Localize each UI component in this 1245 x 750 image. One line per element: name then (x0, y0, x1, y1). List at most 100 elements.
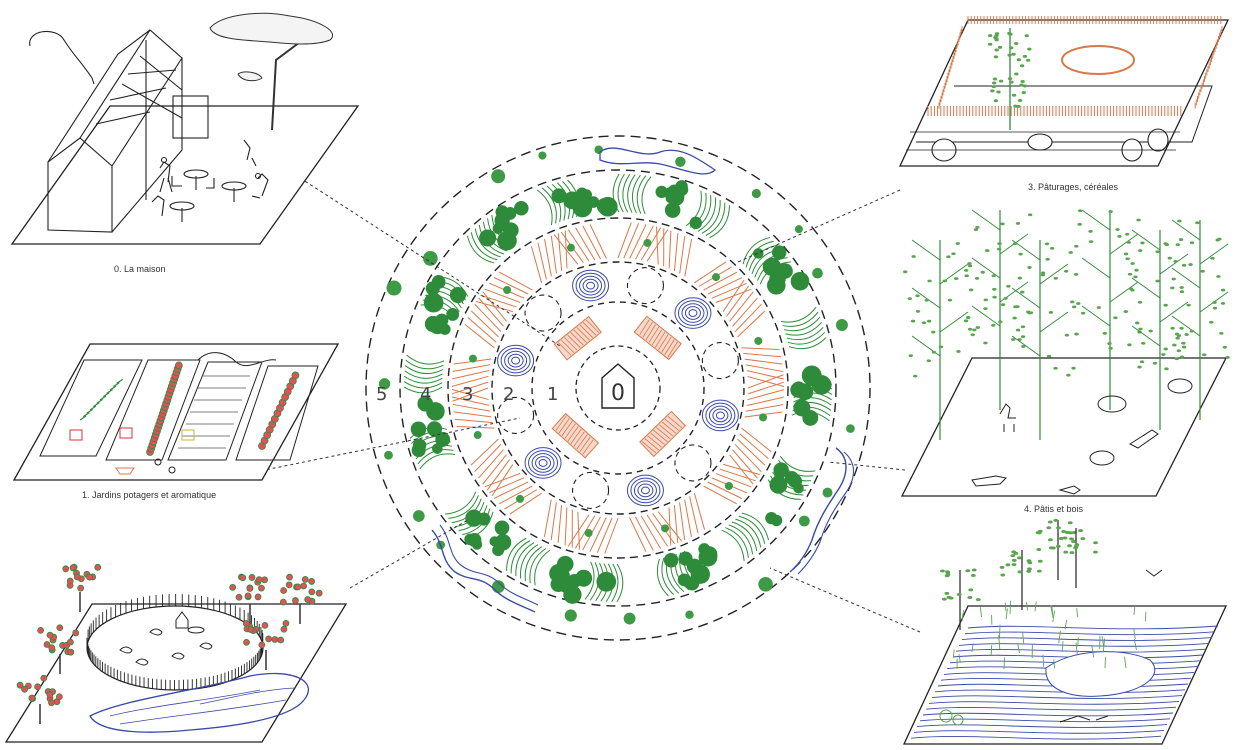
tree-dot (492, 223, 504, 234)
orchard-circle (674, 444, 712, 482)
leaf (1167, 256, 1172, 260)
grass-stroke (519, 544, 539, 579)
water-line (940, 677, 1192, 682)
fruit (282, 619, 290, 627)
leaf (1175, 336, 1180, 340)
leaf (1061, 529, 1067, 533)
orchard-circle (572, 471, 610, 509)
leaf (1021, 345, 1026, 348)
bed-row (642, 321, 653, 338)
reed (1061, 641, 1064, 653)
grass-stroke (731, 521, 758, 552)
leaf (1009, 46, 1014, 50)
leaf (1170, 286, 1175, 290)
leaf (1018, 252, 1023, 256)
reed (1076, 608, 1079, 617)
branch (911, 335, 941, 357)
grass-stroke (631, 174, 641, 214)
bed-row (651, 329, 663, 346)
fruit (94, 563, 102, 571)
fruit (258, 584, 265, 592)
leaf (1140, 241, 1145, 245)
tree-dot (423, 250, 438, 266)
tree-dot (803, 368, 822, 387)
crop-stroke (480, 294, 517, 308)
leaf (1026, 310, 1031, 314)
leaf (1161, 353, 1166, 356)
crop-stroke (722, 279, 745, 312)
leaf (1172, 343, 1177, 347)
leaf (1171, 277, 1176, 281)
water-line (961, 637, 1213, 641)
leaf (1007, 77, 1013, 81)
fruit (55, 693, 63, 701)
bed-outline (551, 412, 600, 459)
tree-dot (597, 196, 618, 217)
grass-stroke (524, 546, 543, 581)
grass-stroke (406, 354, 445, 365)
leaf (973, 228, 979, 232)
fruit (292, 597, 299, 604)
branch (1199, 243, 1229, 265)
grass-stroke (470, 232, 498, 261)
grass-stroke (405, 359, 444, 370)
tree-dot (664, 202, 681, 218)
leaf (912, 374, 918, 378)
crop-stroke (530, 246, 543, 283)
leaf (967, 262, 972, 265)
grass-stroke (725, 527, 749, 558)
leaf (1045, 257, 1050, 261)
caption-gardens: 1. Jardins potagers et aromatique (82, 490, 216, 500)
leaf (1195, 221, 1200, 225)
crop-stroke (452, 403, 491, 412)
crop-stroke (737, 310, 766, 338)
reed (1144, 611, 1147, 622)
crop-stroke (464, 323, 495, 349)
grass-stroke (656, 558, 669, 597)
branch (1171, 219, 1201, 241)
pond-ring (524, 447, 562, 479)
leaf (944, 574, 950, 578)
leaf (942, 279, 948, 283)
leaf (1117, 234, 1122, 238)
tree-dot (435, 432, 451, 447)
leaf (924, 298, 929, 302)
water-line (967, 625, 1219, 630)
leaf (1068, 251, 1073, 254)
plant (79, 415, 87, 421)
crop-stroke (453, 411, 492, 418)
leaf (997, 242, 1002, 246)
tree-dot (821, 379, 832, 390)
leaf (1080, 311, 1086, 315)
reed (979, 607, 983, 618)
leaf (996, 247, 1002, 251)
tree-dot (701, 546, 718, 563)
leaf (1202, 353, 1207, 357)
leaf (964, 274, 969, 278)
crop-stroke (474, 303, 502, 332)
zone-3-crop-band (451, 222, 785, 554)
crop-stroke (550, 235, 557, 274)
leaf (1174, 332, 1180, 336)
bed-row (664, 418, 680, 431)
leaf (1212, 301, 1217, 304)
water-line (958, 642, 1210, 647)
grass-stroke (445, 491, 477, 515)
zone-5-boundary (365, 135, 871, 641)
plant (113, 382, 120, 388)
tree-dot (822, 487, 833, 498)
leaf (1014, 72, 1019, 76)
leaf (1123, 310, 1129, 313)
leaf (1025, 58, 1031, 62)
tree-dot (771, 245, 787, 260)
fruit (72, 629, 80, 637)
reed (1102, 638, 1106, 653)
bed-row (667, 341, 678, 358)
reed (1052, 610, 1056, 623)
water-line (937, 683, 1189, 688)
zone-4-tree-clusters (410, 180, 832, 604)
leaf (1067, 544, 1072, 548)
leaf (1126, 240, 1131, 244)
leaf (931, 330, 936, 334)
grass-stroke (735, 518, 762, 548)
